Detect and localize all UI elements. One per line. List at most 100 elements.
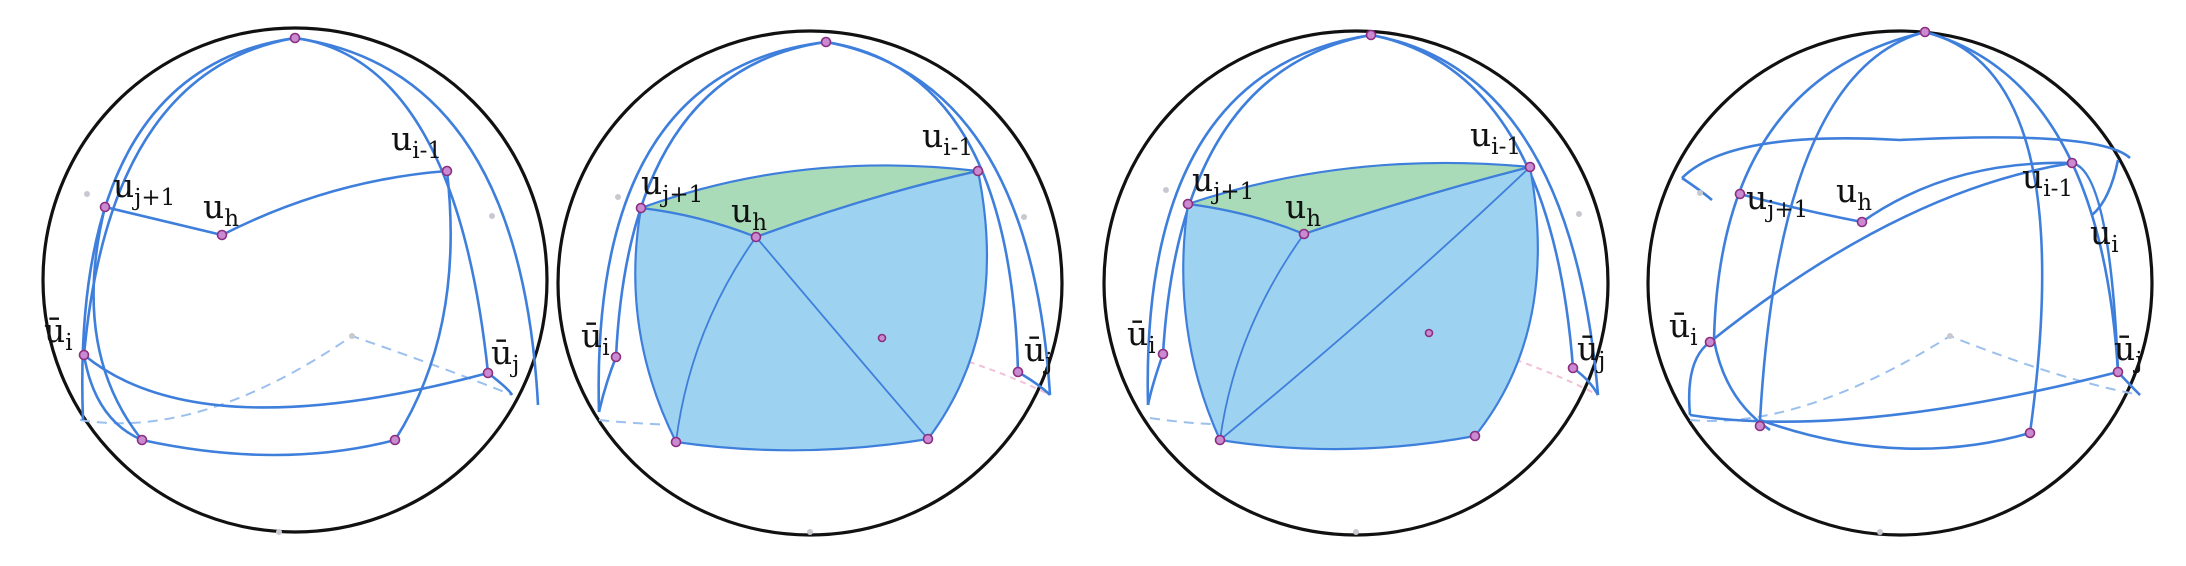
vertex-u-i1 [972, 165, 984, 177]
vertex-ubar-j [1012, 366, 1024, 378]
vertex-u-i1 [1524, 161, 1536, 173]
vertex-point [136, 434, 148, 446]
vertex-ubar-j [1567, 362, 1579, 374]
label-u-j1: uj+1 [641, 163, 703, 208]
label-ubar-i: ūi [1127, 314, 1156, 359]
arc-ubar-i [1687, 340, 1711, 416]
vertex-u-i1 [441, 165, 453, 177]
great-circle-arc [1370, 33, 1600, 396]
vertex-point [1469, 430, 1481, 442]
vertex-point [922, 433, 934, 445]
hidden-equator-arc [1689, 334, 2141, 422]
vertex-u-j1 [1182, 198, 1194, 210]
edge-uh-ui1 [221, 169, 448, 237]
hidden-point [1021, 214, 1027, 220]
vertex-ubar-j [2112, 366, 2124, 378]
edge-uh-ui1 [1861, 161, 2073, 224]
hidden-point [276, 529, 282, 535]
hidden-point [1353, 529, 1359, 535]
label-ubar-j: ūj [1577, 329, 1605, 374]
great-circle-arc [1146, 33, 1372, 406]
vertex-point [289, 32, 301, 44]
bottom-arc [1759, 418, 2031, 451]
great-circle-arc [294, 36, 540, 406]
vertex-u-j1 [635, 202, 647, 214]
vertex-ubar-i [1157, 348, 1169, 360]
vertex-point [670, 436, 682, 448]
sphere-outline [1646, 29, 2154, 537]
label-u-h: uh [1836, 171, 1872, 216]
vertex-u-h [1298, 228, 1310, 240]
label-ubar-j: ūj [1024, 330, 1052, 375]
vertex-point [1754, 420, 1766, 432]
edge-ui1-bottom [393, 170, 452, 441]
bottom-arc [141, 438, 396, 457]
label-u-i: ui [2090, 213, 2119, 258]
edge-uj1-bottom [92, 206, 144, 441]
label-u-j1: uj+1 [1192, 160, 1254, 205]
label-ubar-i: ūi [1669, 306, 1698, 351]
bottom-arc [1689, 370, 2141, 423]
wide-great-circle [1681, 176, 1713, 201]
edge-uh-ui1 [1303, 166, 1531, 235]
great-circle-arc [614, 40, 827, 358]
vertex-ubar-j [482, 367, 494, 379]
label-u-i1: ui-1 [391, 119, 442, 164]
great-circle-arc [1161, 33, 1372, 355]
edge-uh-uj1 [1739, 192, 1863, 224]
vertex-point [820, 36, 832, 48]
vertex-point [877, 333, 887, 343]
arc-ubar-i-ubar-j [83, 353, 489, 409]
great-circle-arc [1758, 30, 1926, 421]
diagonal-edge [1219, 166, 1531, 441]
hidden-point [84, 191, 90, 197]
label-u-i1: ui-1 [1470, 115, 1521, 160]
hidden-point [489, 213, 495, 219]
vertex-point [389, 434, 401, 446]
hidden-point [615, 194, 621, 200]
great-circle-arc [1924, 30, 2044, 434]
vertex-u-h [1856, 216, 1868, 228]
vertex-u-h [750, 231, 762, 243]
great-circle-arc [597, 40, 827, 413]
arc-ubar-i [1146, 353, 1165, 406]
hidden-point [807, 529, 813, 535]
label-ubar-i: ūi [581, 316, 610, 361]
vertex-u-j1 [99, 201, 111, 213]
vertex-u-h [216, 229, 228, 241]
arc-ubar-j [1572, 366, 1600, 396]
edge-uh-bottom-left [675, 236, 757, 443]
label-ubar-j: ūj [2114, 329, 2142, 374]
hidden-point [1947, 333, 1953, 339]
great-circle-arc [81, 36, 296, 421]
label-u-h: uh [203, 187, 239, 232]
vertex-point [1919, 26, 1931, 38]
hidden-equator-arc [79, 334, 513, 425]
great-circle-arc [1924, 30, 2120, 373]
panel-3: uh uj+1 ui-1 ūi ūj [1102, 29, 1610, 537]
vertex-u-i1 [2066, 157, 2078, 169]
panel-4: uh uj+1 ui-1 ui ūi ūj [1646, 26, 2154, 537]
edge-uh-uj1 [104, 205, 223, 237]
label-u-i1: ui-1 [2022, 157, 2073, 202]
vertex-point [1214, 434, 1226, 446]
hidden-point [1877, 529, 1883, 535]
great-circle-arc [1370, 33, 1575, 369]
vertex-point [1365, 29, 1377, 41]
arc-ubar-i [597, 356, 618, 413]
vertex-point [1424, 328, 1434, 338]
label-ubar-i: ūi [44, 311, 73, 356]
hidden-point [1576, 211, 1582, 217]
label-ubar-j: ūj [491, 333, 519, 378]
label-u-h: uh [731, 191, 767, 236]
great-circle-arc [1712, 30, 1926, 432]
edge-uh-ui1 [755, 170, 979, 238]
hidden-point [349, 333, 355, 339]
vertex-ubar-i [1704, 336, 1716, 348]
arc-ui [2091, 159, 2120, 216]
vertex-ubar-i [78, 349, 90, 361]
wide-great-circle [1681, 136, 2131, 179]
hidden-equator-arc [1229, 331, 1599, 421]
panel-1: uh uj+1 ui-1 ūi ūj [41, 26, 549, 535]
